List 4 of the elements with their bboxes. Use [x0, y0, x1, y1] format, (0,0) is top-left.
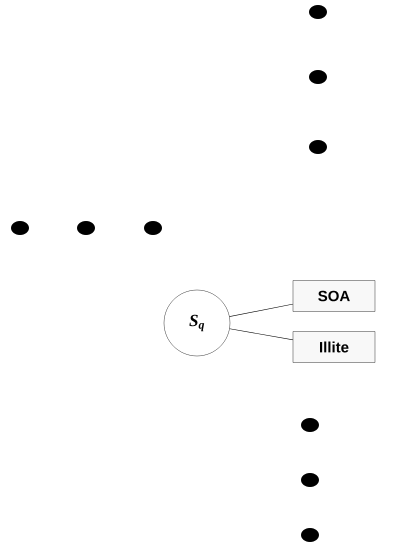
- connector-line: [229, 328, 294, 340]
- label-box: Illite: [292, 331, 376, 363]
- label-box: SOA: [292, 280, 376, 312]
- connector-line: [229, 304, 294, 317]
